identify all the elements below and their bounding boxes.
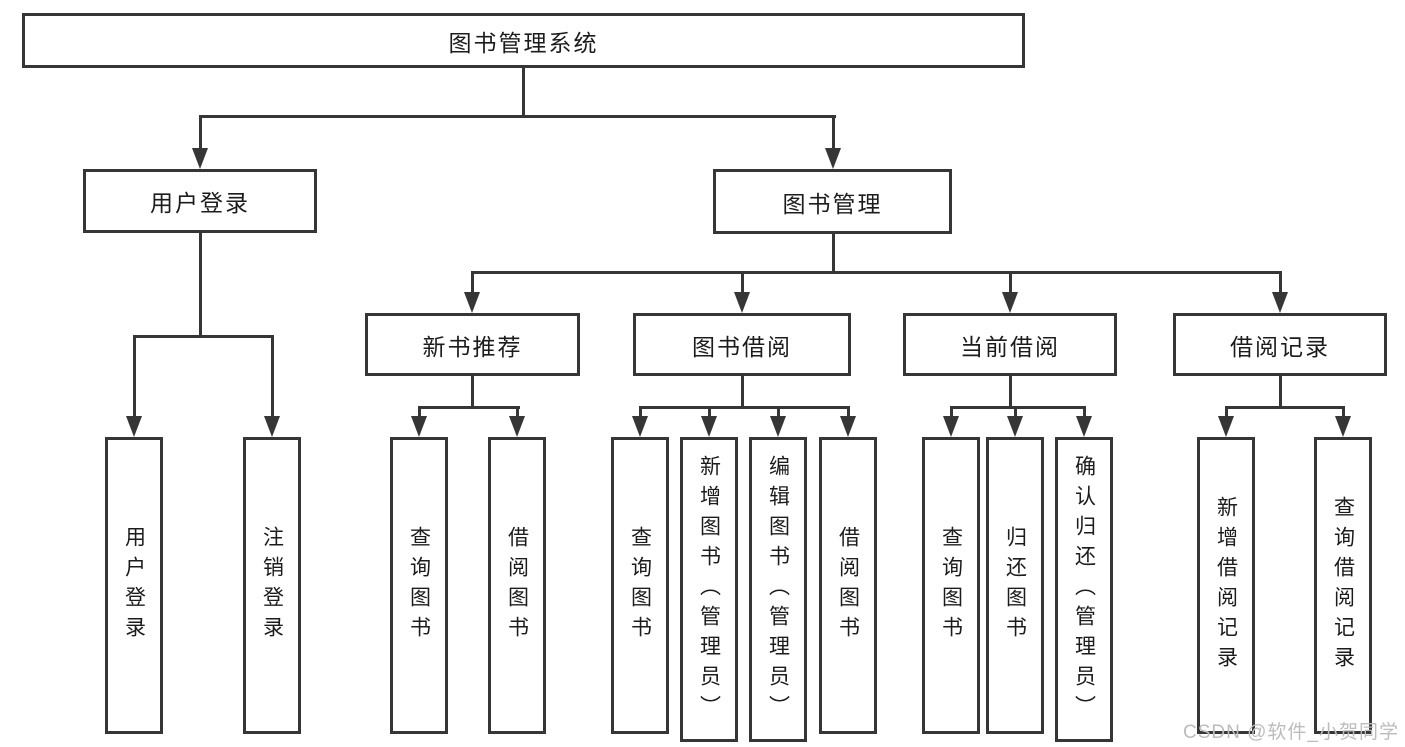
arrowhead-down-icon — [411, 416, 427, 437]
node-new-book-recommend: 新书推荐 — [365, 313, 580, 376]
leaf-query-books-borrow: 查询图书 — [611, 437, 669, 734]
connector-drop-borrow — [741, 271, 744, 295]
connector-borrow-stem — [741, 376, 744, 409]
leaf-label: 查询图书 — [939, 525, 963, 646]
connector-recommend-stem — [471, 376, 474, 409]
leaf-query-books-recommend: 查询图书 — [390, 437, 448, 734]
arrowhead-down-icon — [1335, 416, 1351, 437]
arrowhead-down-icon — [734, 292, 750, 313]
leaf-label: 查询借阅记录 — [1331, 495, 1355, 676]
connector-user-login-rail — [133, 335, 274, 338]
leaf-query-borrow-record: 查询借阅记录 — [1314, 437, 1372, 734]
arrowhead-down-icon — [1218, 416, 1234, 437]
connector-drop-leaf — [418, 406, 421, 420]
arrowhead-down-icon — [126, 416, 142, 437]
arrowhead-down-icon — [943, 416, 959, 437]
node-current-borrow: 当前借阅 — [903, 313, 1117, 376]
connector-user-login-stem — [199, 233, 202, 337]
leaf-query-books-current: 查询图书 — [922, 437, 980, 734]
connector-level2-rail — [199, 115, 836, 118]
node-book-management: 图书管理 — [713, 169, 952, 234]
arrowhead-down-icon — [825, 148, 841, 169]
connector-drop-leaf — [1225, 406, 1228, 420]
connector-drop-leaf — [708, 406, 711, 420]
connector-drop-leaf — [950, 406, 953, 420]
node-borrow-records: 借阅记录 — [1173, 313, 1387, 376]
arrowhead-down-icon — [840, 416, 856, 437]
connector-drop-leaf — [1342, 406, 1345, 420]
connector-drop-records — [1279, 271, 1282, 295]
connector-records-stem — [1279, 376, 1282, 409]
connector-current-stem — [1009, 376, 1012, 409]
leaf-add-borrow-record: 新增借阅记录 — [1197, 437, 1255, 734]
leaf-label: 查询图书 — [407, 525, 431, 646]
leaf-label: 新增借阅记录 — [1214, 495, 1238, 676]
connector-drop-leaf — [271, 335, 274, 419]
leaf-label: 编辑图书（管理员） — [766, 454, 790, 725]
arrowhead-down-icon — [770, 416, 786, 437]
leaf-label: 新增图书（管理员） — [697, 454, 721, 725]
arrowhead-down-icon — [192, 148, 208, 169]
leaf-label: 确认归还（管理员） — [1072, 454, 1096, 725]
leaf-label: 归还图书 — [1003, 525, 1027, 646]
node-library-system: 图书管理系统 — [22, 13, 1025, 68]
arrowhead-down-icon — [509, 416, 525, 437]
arrowhead-down-icon — [632, 416, 648, 437]
connector-records-rail — [1225, 406, 1345, 409]
connector-drop-current — [1009, 271, 1012, 295]
node-user-login-module: 用户登录 — [83, 169, 317, 233]
csdn-watermark: CSDN @软件_小贺同学 — [1183, 722, 1399, 743]
leaf-borrow-books: 借阅图书 — [819, 437, 877, 734]
connector-book-mgmt-stem — [832, 233, 835, 274]
connector-drop-leaf — [777, 406, 780, 420]
connector-root-stem — [522, 68, 525, 117]
leaf-label: 借阅图书 — [836, 525, 860, 646]
leaf-edit-books-admin: 编辑图书（管理员） — [749, 437, 807, 742]
leaf-return-books: 归还图书 — [986, 437, 1044, 734]
leaf-label: 查询图书 — [628, 525, 652, 646]
leaf-logout: 注销登录 — [243, 437, 301, 734]
connector-drop-leaf — [639, 406, 642, 420]
leaf-label: 用户登录 — [122, 525, 146, 646]
arrowhead-down-icon — [264, 416, 280, 437]
leaf-borrow-books-recommend: 借阅图书 — [488, 437, 546, 734]
connector-drop-recommend — [471, 271, 474, 295]
connector-borrow-rail — [639, 406, 850, 409]
leaf-user-login: 用户登录 — [105, 437, 163, 734]
connector-drop-user-login — [199, 115, 202, 151]
connector-recommend-rail — [418, 406, 520, 409]
arrowhead-down-icon — [1272, 292, 1288, 313]
connector-drop-leaf — [1083, 406, 1086, 420]
arrowhead-down-icon — [1002, 292, 1018, 313]
connector-drop-leaf — [1014, 406, 1017, 420]
arrowhead-down-icon — [464, 292, 480, 313]
leaf-confirm-return-admin: 确认归还（管理员） — [1055, 437, 1113, 742]
connector-drop-leaf — [133, 335, 136, 419]
arrowhead-down-icon — [1076, 416, 1092, 437]
arrowhead-down-icon — [1007, 416, 1023, 437]
connector-drop-leaf — [847, 406, 850, 420]
leaf-label: 注销登录 — [260, 525, 284, 646]
node-book-borrow: 图书借阅 — [633, 313, 851, 376]
connector-drop-book-mgmt — [832, 115, 835, 151]
leaf-add-books-admin: 新增图书（管理员） — [680, 437, 738, 742]
connector-level3-rail — [471, 271, 1282, 274]
arrowhead-down-icon — [701, 416, 717, 437]
connector-current-rail — [950, 406, 1086, 409]
leaf-label: 借阅图书 — [505, 525, 529, 646]
connector-drop-leaf — [516, 406, 519, 420]
